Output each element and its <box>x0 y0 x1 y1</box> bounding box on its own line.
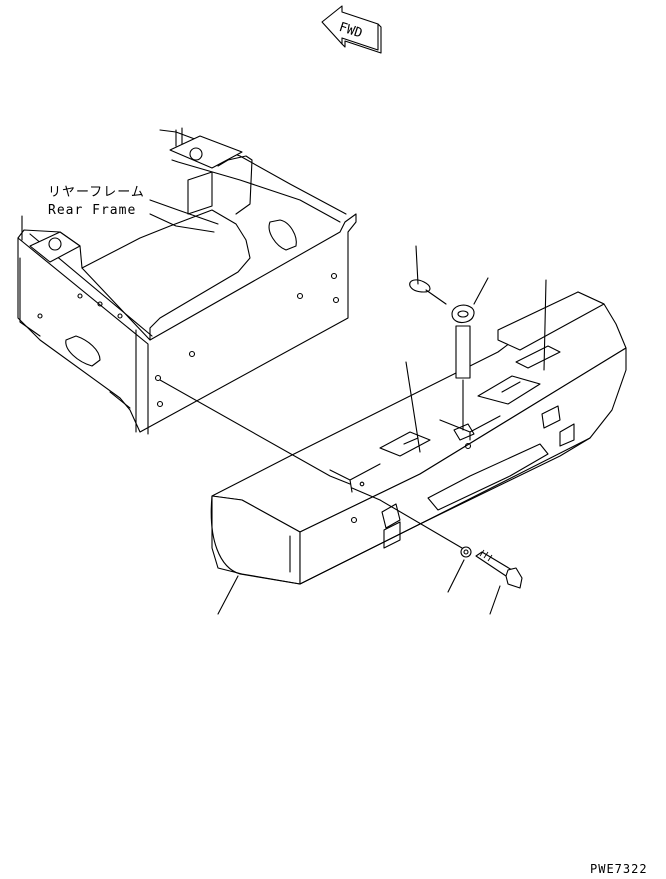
leader-eyebolt <box>473 277 489 305</box>
counterweight-top-steps <box>329 415 501 493</box>
rear-frame-bracket-top <box>169 135 243 169</box>
leader-lines <box>217 245 547 615</box>
leader-bolt <box>489 585 501 615</box>
rear-frame-top-opening <box>81 209 251 341</box>
eyebolt-socket <box>453 423 475 441</box>
bracket-left-hole <box>48 237 62 251</box>
leader-washer <box>447 559 465 593</box>
bolt-washer <box>460 546 523 589</box>
leader-counterweight-slot <box>405 361 421 453</box>
rear-frame-label-en: Rear Frame <box>48 203 137 218</box>
bracket-top-hole <box>189 147 203 161</box>
bolt-shank <box>475 551 513 577</box>
rear-frame <box>17 127 357 435</box>
counterweight-left-curve <box>210 495 301 585</box>
rear-frame-long-bars <box>149 199 219 233</box>
rear-frame-back-plate <box>187 155 253 215</box>
leader-counterweight <box>217 575 239 615</box>
counterweight-hole-1 <box>350 516 358 524</box>
counterweight-bottom-edge <box>299 437 591 585</box>
rear-frame-slot-right <box>268 219 297 251</box>
drawing-code: PWE7322 <box>590 862 648 876</box>
eyebolt-eye <box>457 310 469 318</box>
bracket-top-stand <box>175 127 183 147</box>
counterweight-cutout-2 <box>541 405 561 429</box>
fwd-arrow-marker: FWD <box>321 5 382 54</box>
leader-counterweight-top <box>543 279 547 371</box>
ring-pin <box>409 279 447 305</box>
rear-frame-right-rail <box>159 129 347 223</box>
rear-frame-label-jp: リヤーフレーム <box>48 185 145 200</box>
counterweight-hole-3 <box>464 442 472 450</box>
counterweight-hole-2 <box>359 481 365 487</box>
counterweight-cutout-large <box>427 443 549 511</box>
leader-ring-pin <box>415 245 419 285</box>
counterweight-cutout-3 <box>559 423 575 447</box>
fwd-arrow-outline <box>321 5 379 51</box>
counterweight <box>210 291 627 585</box>
counterweight-slot-2 <box>477 375 541 405</box>
rear-frame-slot-left <box>65 335 101 367</box>
fwd-arrow-shadow <box>341 23 382 54</box>
rear-frame-holes <box>37 272 340 408</box>
bolt-thread <box>479 549 493 562</box>
bolt-head <box>505 567 523 589</box>
counterweight-slot-1 <box>379 431 431 457</box>
rear-frame-side-face <box>19 257 137 433</box>
washer <box>460 546 472 558</box>
counterweight-cutout-4 <box>383 521 401 549</box>
mount-line-bolt <box>351 487 463 549</box>
mount-line-frame <box>159 379 351 485</box>
lifting-parts <box>409 279 475 441</box>
fwd-text: FWD <box>337 20 364 42</box>
counterweight-slot-3 <box>515 345 561 369</box>
counterweight-rear-block <box>497 291 605 351</box>
eyebolt-shank <box>455 325 471 379</box>
eyebolt-head <box>451 304 475 324</box>
rear-frame-bracket-left <box>29 231 81 263</box>
